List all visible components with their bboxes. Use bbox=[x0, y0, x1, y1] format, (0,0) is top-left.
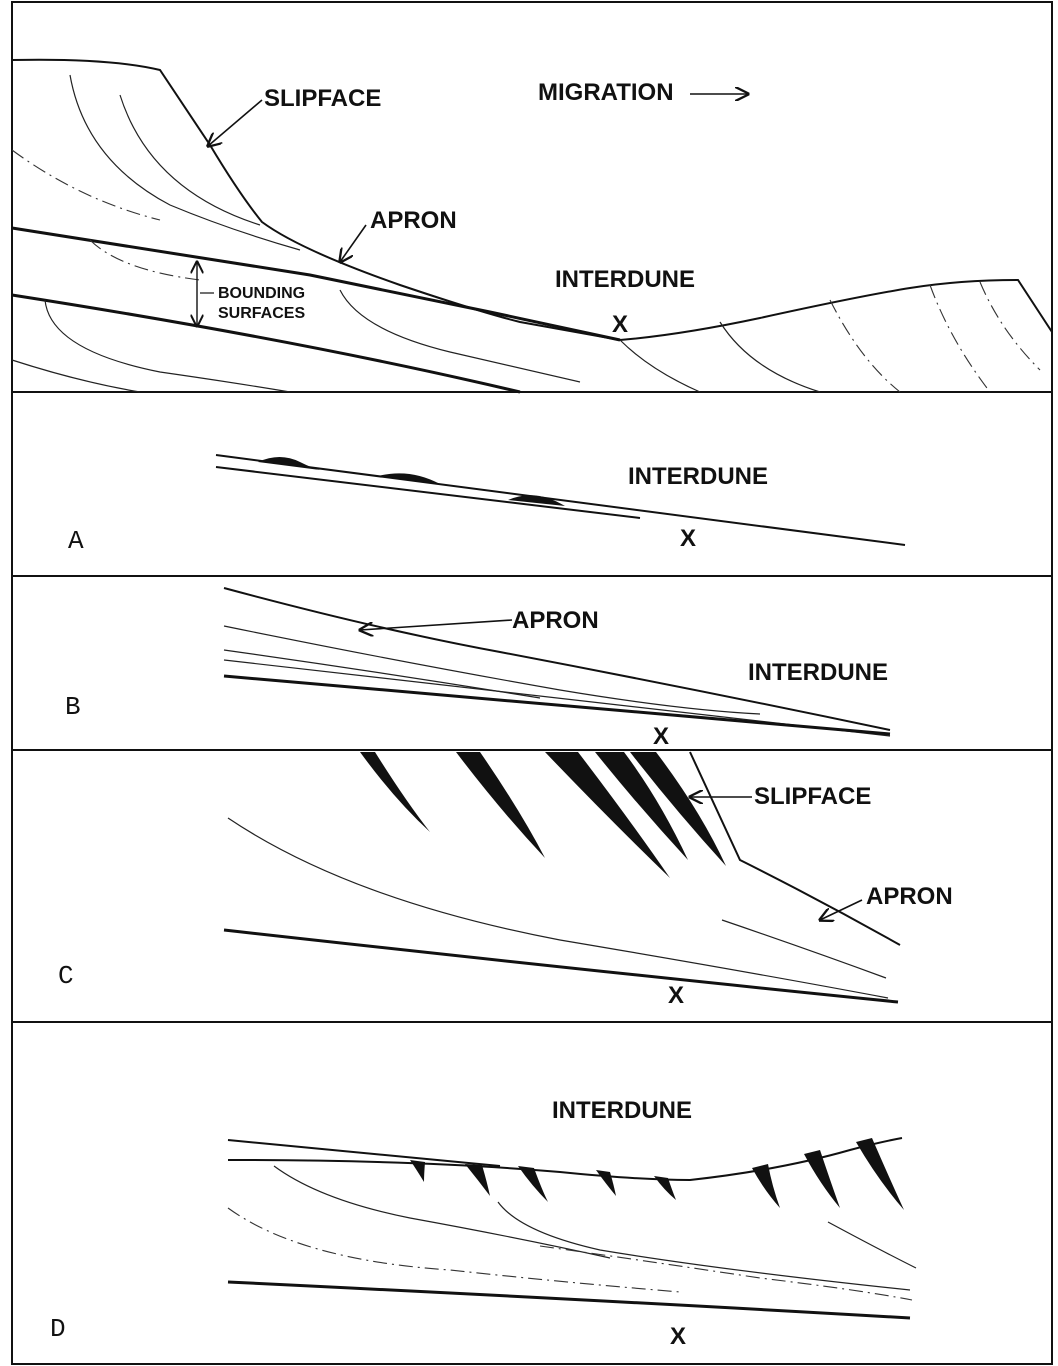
foreset-tongue bbox=[804, 1150, 840, 1208]
panel-c-letter: C bbox=[58, 961, 74, 991]
apron-arrow bbox=[340, 224, 367, 262]
panel-b: B APRON INTERDUNE X bbox=[65, 587, 891, 750]
bounding-surface bbox=[227, 1280, 911, 1320]
bounding-surface bbox=[223, 928, 899, 1004]
bounding-surface bbox=[215, 454, 906, 546]
x-marker: X bbox=[612, 311, 628, 338]
dune-surface bbox=[227, 1139, 501, 1167]
foreset-lamina bbox=[619, 339, 701, 393]
foreset-tongue bbox=[518, 1166, 548, 1202]
apron-label: APRON bbox=[866, 883, 953, 910]
bounding-surfaces-label-line2: SURFACES bbox=[218, 305, 305, 322]
foreset-lamina bbox=[69, 74, 301, 251]
foreset-tongue bbox=[545, 752, 670, 878]
slipface-label: SLIPFACE bbox=[754, 783, 871, 810]
foreset-lamina-dashed bbox=[539, 1245, 913, 1301]
foreset-tongue bbox=[410, 1160, 425, 1182]
foreset-tongue bbox=[630, 752, 726, 866]
foreset-lamina bbox=[119, 94, 261, 226]
apron-label: APRON bbox=[512, 607, 599, 634]
foreset-tongue bbox=[360, 752, 430, 832]
slipface-label: SLIPFACE bbox=[264, 85, 381, 112]
panel-a-letter: A bbox=[68, 526, 84, 556]
foreset-lamina-dashed bbox=[929, 284, 991, 393]
panel-d: D INTERDUNE X bbox=[50, 1097, 917, 1350]
panel-d-letter: D bbox=[50, 1314, 66, 1344]
foreset-lamina-dashed bbox=[979, 281, 1041, 371]
interdune-label: INTERDUNE bbox=[555, 266, 695, 293]
slipface-arrow bbox=[208, 99, 263, 146]
foreset-lamina bbox=[827, 1221, 917, 1269]
foreset-lamina-dashed bbox=[11, 149, 161, 221]
foreset-lamina-dashed bbox=[89, 239, 201, 281]
apron-arrow bbox=[360, 619, 513, 630]
panel-c: C SLIPFACE APRON X bbox=[58, 751, 953, 1009]
foreset-lamina bbox=[719, 321, 821, 393]
apron-arrow bbox=[820, 899, 863, 920]
dune-surface bbox=[11, 58, 1053, 342]
bounding-surface bbox=[223, 674, 891, 736]
foreset-lamina-dashed bbox=[829, 299, 901, 393]
top-panel: SLIPFACE MIGRATION APRON INTERDUNE BOUND… bbox=[11, 58, 1053, 394]
panel-a: A INTERDUNE X bbox=[68, 454, 906, 556]
interdune-label: INTERDUNE bbox=[628, 463, 768, 490]
foreset-lamina bbox=[273, 1165, 611, 1259]
slipface-surface bbox=[689, 751, 901, 946]
foreset-lamina bbox=[227, 817, 889, 999]
figure-frame bbox=[11, 1, 1053, 1365]
bounding-surface-lower bbox=[11, 293, 521, 394]
bounding-surface bbox=[215, 466, 641, 519]
interdune-label: INTERDUNE bbox=[748, 659, 888, 686]
x-marker: X bbox=[668, 982, 684, 1009]
foreset-lamina bbox=[44, 299, 291, 393]
panel-b-letter: B bbox=[65, 692, 81, 722]
foreset-tongue bbox=[654, 1176, 676, 1200]
interdune-label: INTERDUNE bbox=[552, 1097, 692, 1124]
lens-deposit bbox=[258, 457, 320, 470]
x-marker: X bbox=[653, 723, 669, 750]
foreset-lamina bbox=[497, 1201, 911, 1291]
foreset-tongue bbox=[596, 1170, 616, 1196]
apron-lamina bbox=[223, 625, 761, 715]
migration-label: MIGRATION bbox=[538, 79, 674, 106]
bounding-surface-upper bbox=[11, 226, 621, 342]
foreset-lamina bbox=[339, 289, 581, 383]
foreset-tongue bbox=[856, 1138, 904, 1210]
foreset-tongue bbox=[752, 1164, 780, 1208]
foreset-tongue bbox=[595, 752, 688, 860]
x-marker: X bbox=[680, 525, 696, 552]
foreset-lamina-dashed bbox=[227, 1207, 681, 1293]
x-marker: X bbox=[670, 1323, 686, 1350]
foreset-tongue bbox=[456, 752, 545, 858]
foreset-tongue bbox=[465, 1164, 490, 1196]
apron-lamina bbox=[721, 919, 887, 979]
apron-label: APRON bbox=[370, 207, 457, 234]
bounding-surfaces-label-line1: BOUNDING bbox=[218, 285, 305, 302]
lens-deposit bbox=[508, 495, 565, 506]
lens-deposit bbox=[378, 473, 440, 484]
bounding-surface bbox=[227, 1137, 903, 1182]
foreset-lamina bbox=[11, 359, 141, 393]
apron-top-surface bbox=[223, 587, 891, 731]
